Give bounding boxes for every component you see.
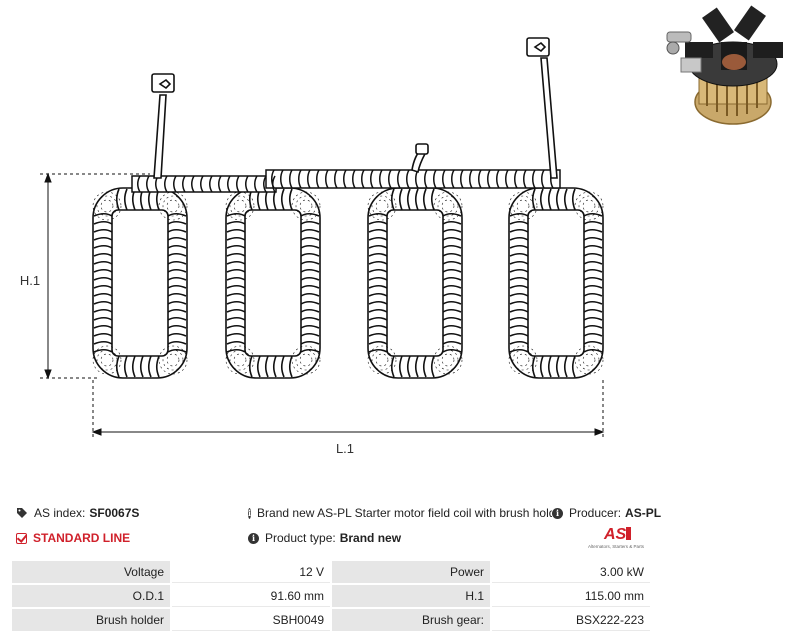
spec-value: 12 V (172, 561, 330, 583)
product-type-label: Product type: (265, 531, 336, 545)
field-coil-diagram: H.1 L.1 (20, 37, 605, 456)
as-index-label: AS index: (34, 506, 86, 520)
as-logo-mark: AS (603, 526, 631, 542)
length-dimension-label: L.1 (336, 441, 354, 456)
as-index-row: AS index: SF0067S (16, 506, 139, 520)
producer-label: Producer: (569, 506, 622, 520)
product-type-row: i Product type: Brand new (248, 531, 401, 545)
producer-value: AS-PL (625, 506, 662, 520)
description-row: i Brand new AS-PL Starter motor field co… (248, 506, 552, 520)
spec-label: O.D.1 (12, 585, 170, 607)
product-type-value: Brand new (339, 531, 402, 545)
standard-line-badge: STANDARD LINE (16, 531, 130, 545)
info-icon: i (552, 507, 563, 519)
tag-icon (17, 508, 27, 518)
spec-label: Voltage (12, 561, 170, 583)
info-icon: i (248, 507, 252, 519)
height-dimension-label: H.1 (20, 273, 40, 288)
checkbox-icon (16, 532, 27, 544)
producer-row: i Producer: AS-PL (552, 506, 661, 520)
spec-value: 3.00 kW (492, 561, 650, 583)
as-pl-logo: AS Alternators, Starters & Parts (580, 524, 652, 554)
spec-label: H.1 (332, 585, 490, 607)
spec-label: Brush holder (12, 609, 170, 631)
spec-label: Power (332, 561, 490, 583)
right-terminal-lead (540, 57, 558, 179)
spec-value: 115.00 mm (492, 585, 650, 607)
as-index-value: SF0067S (89, 506, 140, 520)
spec-value: BSX222-223 (492, 609, 650, 631)
product-photo (666, 5, 783, 125)
logo-tagline: Alternators, Starters & Parts (587, 544, 645, 549)
spec-label: Brush gear: (332, 609, 490, 631)
line-label: STANDARD LINE (33, 531, 131, 545)
info-icon: i (248, 532, 259, 544)
product-description: Brand new AS-PL Starter motor field coil… (257, 506, 552, 520)
spec-value: SBH0049 (172, 609, 330, 631)
svg-text:AS: AS (603, 526, 627, 542)
left-terminal-lead (153, 94, 167, 179)
spec-value: 91.60 mm (172, 585, 330, 607)
